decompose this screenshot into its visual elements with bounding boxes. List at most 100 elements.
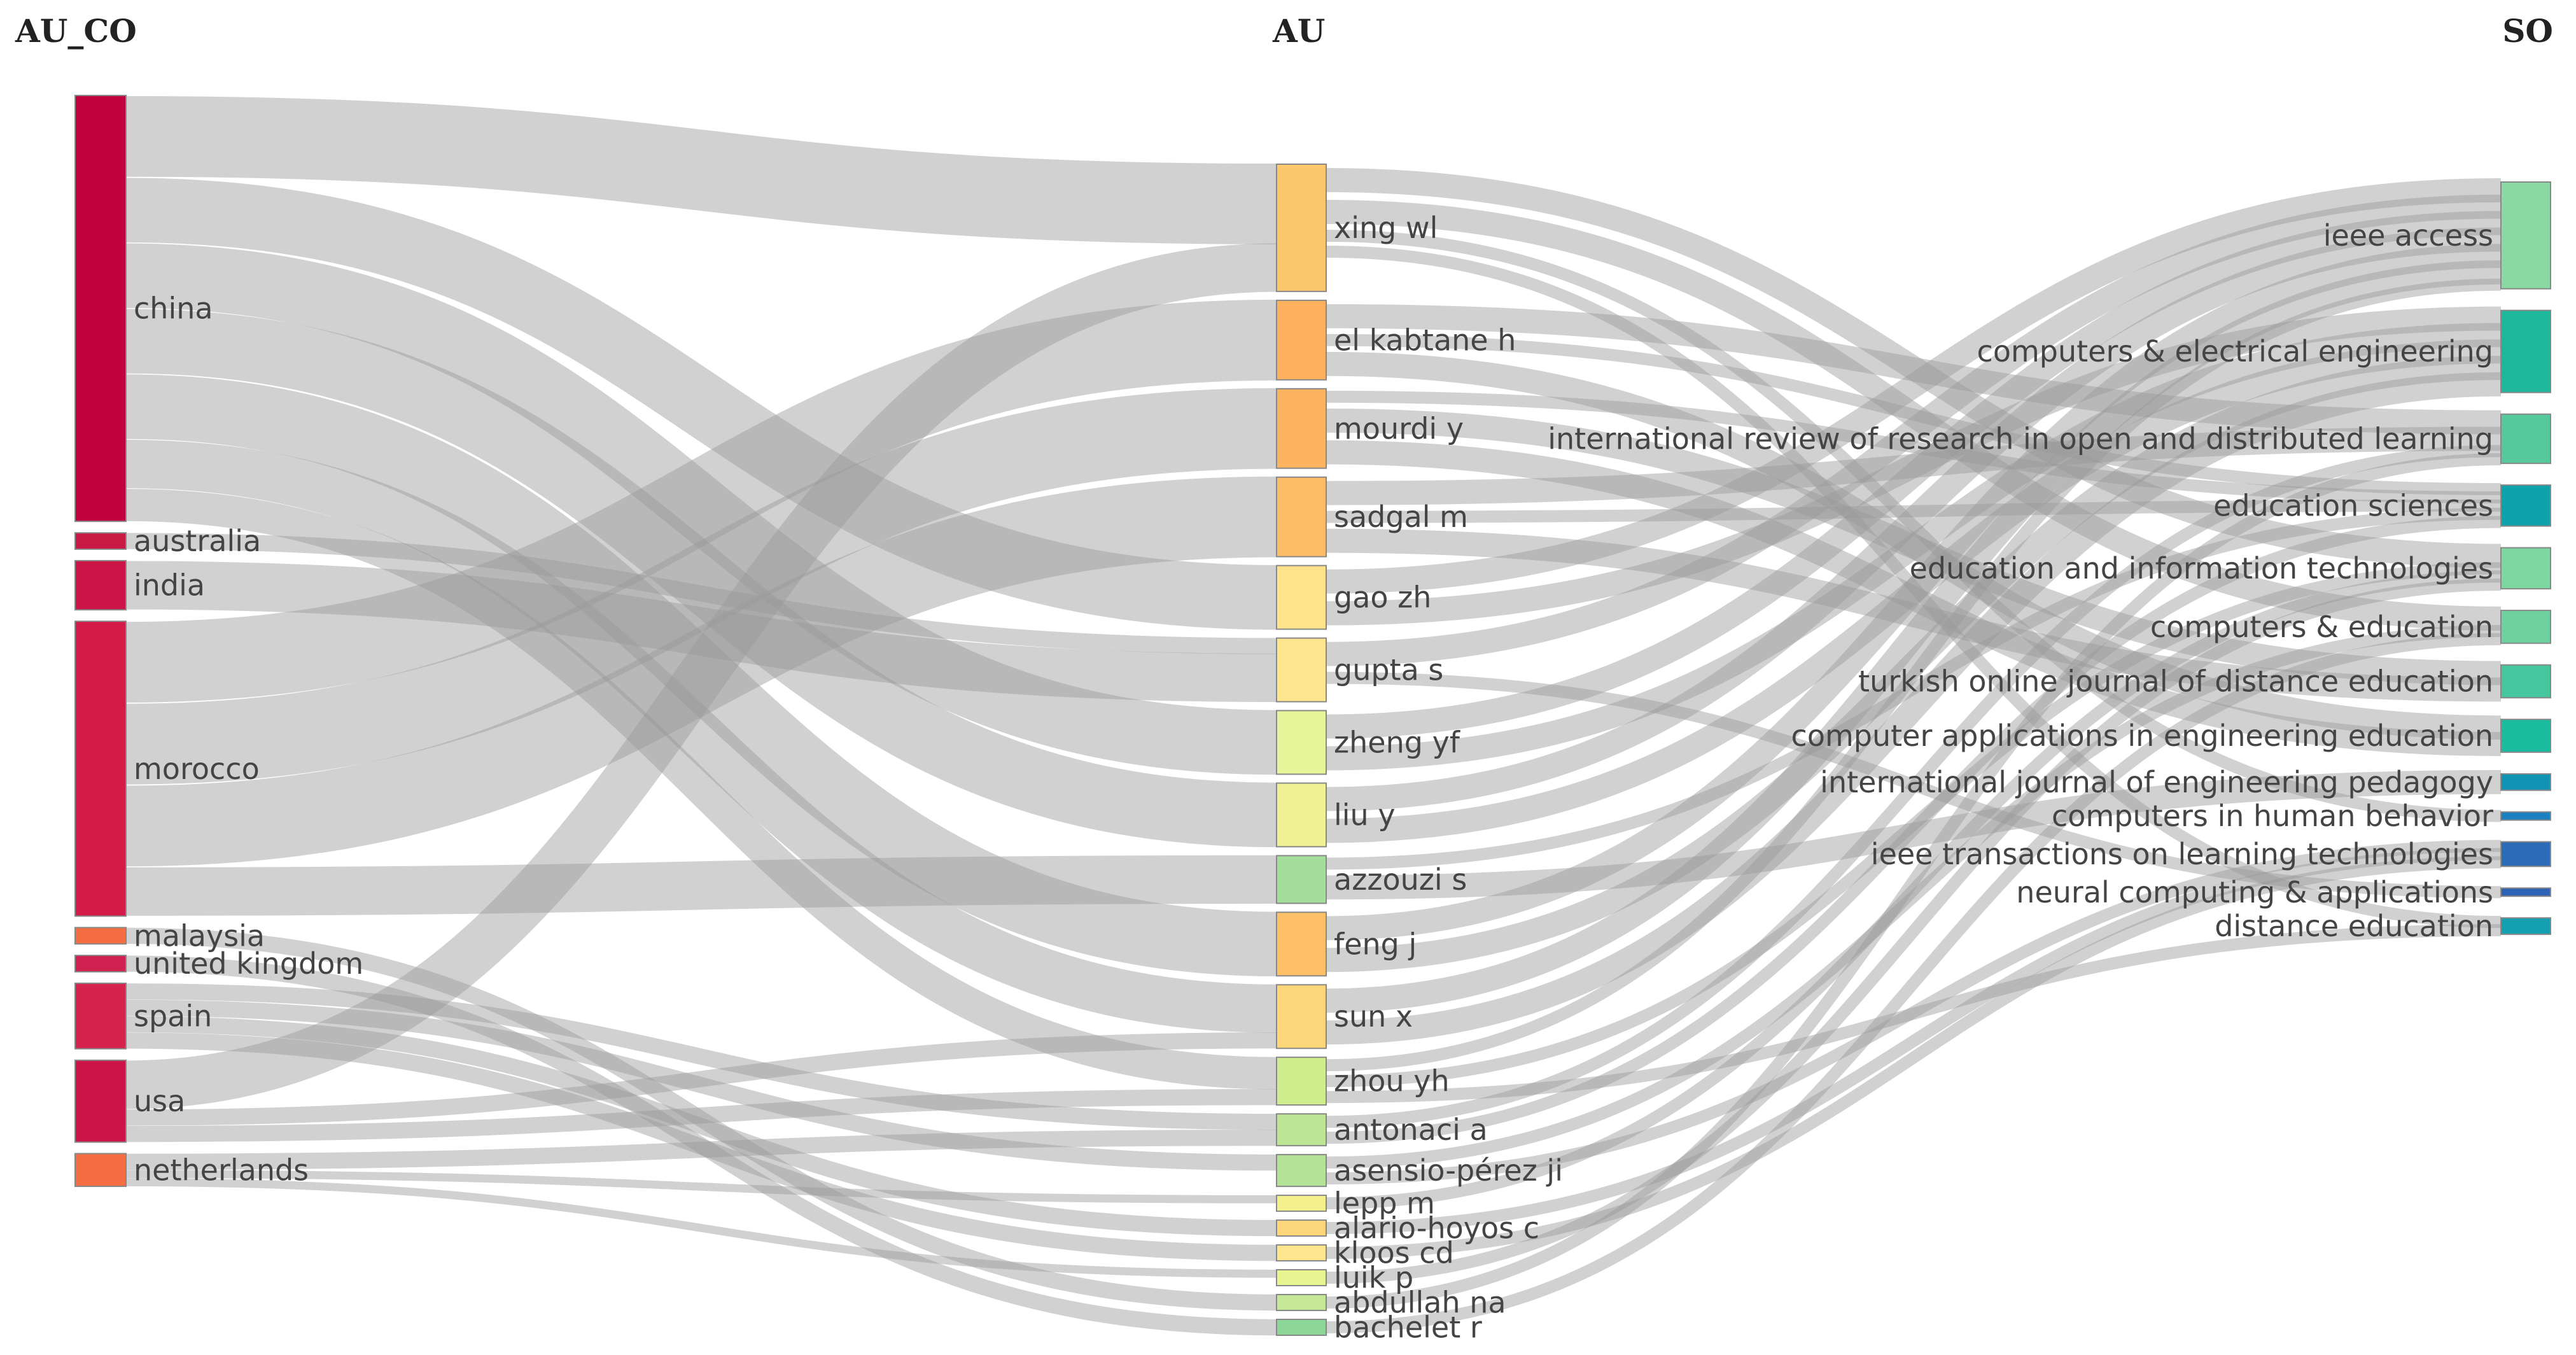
country-bar-spain[interactable]: [74, 982, 127, 1050]
flow-link-gao-zh-to-ieee-access[interactable]: [1326, 178, 2502, 594]
author-node-luik-p[interactable]: luik p: [1276, 1261, 1413, 1295]
flow-link-el-kabtane-h-to-education-sciences[interactable]: [1326, 333, 2502, 496]
flow-link-sadgal-m-to-education-sciences[interactable]: [1326, 499, 2502, 523]
flow-link-luik-p-to-education-and-information-technologies[interactable]: [1326, 579, 2502, 1284]
author-node-lepp-m[interactable]: lepp m: [1276, 1186, 1435, 1221]
flow-link-abdullah-na-to-international-review-of-research-in-open-and-distributed-learning[interactable]: [1326, 453, 2502, 1309]
author-node-bachelet-r[interactable]: bachelet r: [1276, 1310, 1482, 1345]
country-node-usa[interactable]: usa: [74, 1059, 185, 1143]
source-bar-computer-applications-in-engineering-education[interactable]: [2500, 719, 2551, 753]
source-node-education-and-information-technologies[interactable]: education and information technologies: [1910, 547, 2551, 590]
flow-link-china-to-zheng-yf[interactable]: [125, 243, 1277, 775]
country-bar-india[interactable]: [74, 559, 127, 611]
country-bar-morocco[interactable]: [74, 621, 127, 917]
flow-link-azzouzi-s-to-international-journal-of-engineering-pedagogy[interactable]: [1326, 769, 2502, 900]
author-node-zheng-yf[interactable]: zheng yf: [1276, 710, 1461, 775]
source-node-education-sciences[interactable]: education sciences: [2213, 484, 2551, 527]
author-node-gao-zh[interactable]: gao zh: [1276, 565, 1431, 630]
flow-link-netherlands-to-antonaci-a[interactable]: [125, 1129, 1277, 1170]
country-node-india[interactable]: india: [74, 559, 205, 611]
flow-link-australia-to-gupta-s[interactable]: [125, 533, 1277, 654]
source-node-computers-in-human-behavior[interactable]: computers in human behavior: [2052, 799, 2551, 833]
flow-link-morocco-to-mourdi-y[interactable]: [125, 388, 1277, 785]
flow-link-xing-wl-to-education-and-information-technologies[interactable]: [1326, 168, 2502, 568]
flow-link-feng-j-to-ieee-access[interactable]: [1326, 244, 2502, 941]
flow-link-el-kabtane-h-to-international-review-of-research-in-open-and-distributed-learning[interactable]: [1326, 304, 2502, 435]
author-node-mourdi-y[interactable]: mourdi y: [1276, 388, 1464, 469]
flow-link-el-kabtane-h-to-computer-applications-in-engineering-education[interactable]: [1326, 351, 2502, 740]
flow-link-sun-x-to-ieee-access[interactable]: [1326, 260, 2502, 1013]
country-bar-netherlands[interactable]: [74, 1153, 127, 1187]
flow-link-spain-to-antonaci-a[interactable]: [125, 983, 1277, 1130]
country-node-australia[interactable]: australia: [74, 524, 261, 558]
flow-link-usa-to-xing-wl[interactable]: [125, 243, 1277, 1109]
author-node-kloos-cd[interactable]: kloos cd: [1276, 1236, 1454, 1270]
source-node-ieee-access[interactable]: ieee access: [2323, 181, 2551, 290]
author-bar-gao-zh[interactable]: [1276, 565, 1327, 630]
flow-link-china-to-xing-wl[interactable]: [125, 95, 1277, 244]
flow-link-gupta-s-to-neural-computing-and-applications[interactable]: [1326, 671, 2502, 899]
flow-link-malaysia-to-abdullah-na[interactable]: [125, 927, 1277, 1311]
source-bar-education-sciences[interactable]: [2500, 484, 2551, 527]
flow-link-xing-wl-to-computers-in-human-behavior[interactable]: [1326, 229, 2502, 822]
flow-link-sun-x-to-computers-and-electrical-engineering[interactable]: [1326, 372, 2502, 1045]
author-bar-lepp-m[interactable]: [1276, 1195, 1327, 1212]
country-node-united-kingdom[interactable]: united kingdom: [74, 946, 363, 981]
author-bar-zhou-yh[interactable]: [1276, 1057, 1327, 1106]
author-bar-mourdi-y[interactable]: [1276, 388, 1327, 469]
source-bar-education-and-information-technologies[interactable]: [2500, 547, 2551, 590]
author-node-xing-wl[interactable]: xing wl: [1276, 164, 1438, 292]
flow-link-mourdi-y-to-education-sciences[interactable]: [1326, 390, 2502, 503]
flow-link-zhou-yh-to-ieee-access[interactable]: [1326, 278, 2502, 1072]
author-node-zhou-yh[interactable]: zhou yh: [1276, 1057, 1450, 1106]
flow-link-gupta-s-to-ieee-access[interactable]: [1326, 194, 2502, 666]
flow-link-china-to-zhou-yh[interactable]: [125, 489, 1277, 1090]
flow-link-feng-j-to-computers-and-electrical-engineering[interactable]: [1326, 356, 2502, 972]
country-node-netherlands[interactable]: netherlands: [74, 1153, 309, 1187]
flow-link-antonaci-a-to-education-sciences[interactable]: [1326, 516, 2502, 1144]
flow-link-antonaci-a-to-international-review-of-research-in-open-and-distributed-learning[interactable]: [1326, 445, 2502, 1128]
source-bar-ieee-transactions-on-learning-technologies[interactable]: [2500, 841, 2551, 867]
flow-link-xing-wl-to-computers-and-education[interactable]: [1326, 200, 2502, 631]
flow-link-azzouzi-s-to-education-sciences[interactable]: [1326, 507, 2502, 870]
source-bar-distance-education[interactable]: [2500, 917, 2551, 935]
author-bar-kloos-cd[interactable]: [1276, 1244, 1327, 1262]
flow-link-united-kingdom-to-bachelet-r[interactable]: [125, 955, 1277, 1336]
source-bar-international-review-of-research-in-open-and-distributed-learning[interactable]: [2500, 413, 2551, 465]
source-node-international-journal-of-engineering-pedagogy[interactable]: international journal of engineering ped…: [1820, 765, 2551, 799]
author-bar-feng-j[interactable]: [1276, 911, 1327, 977]
flow-link-zhou-yh-to-distance-education[interactable]: [1326, 924, 2502, 1104]
author-bar-zheng-yf[interactable]: [1276, 710, 1327, 775]
country-bar-australia[interactable]: [74, 532, 127, 550]
source-node-ieee-transactions-on-learning-technologies[interactable]: ieee transactions on learning technologi…: [1871, 837, 2551, 871]
author-bar-el-kabtane-h[interactable]: [1276, 299, 1327, 381]
author-bar-asensio-perez-ji[interactable]: [1276, 1154, 1327, 1188]
source-bar-turkish-online-journal-of-distance-education[interactable]: [2500, 664, 2551, 699]
source-node-computer-applications-in-engineering-education[interactable]: computer applications in engineering edu…: [1791, 719, 2551, 753]
flow-link-morocco-to-azzouzi-s[interactable]: [125, 855, 1277, 916]
flow-link-asensio-perez-ji-to-ieee-transactions-on-learning-technologies[interactable]: [1326, 839, 2502, 1185]
flow-link-bachelet-r-to-computers-and-education[interactable]: [1326, 633, 2502, 1333]
flow-link-asensio-perez-ji-to-computers-and-education[interactable]: [1326, 624, 2502, 1169]
author-node-el-kabtane-h[interactable]: el kabtane h: [1276, 299, 1516, 381]
author-bar-liu-y[interactable]: [1276, 782, 1327, 848]
author-node-abdullah-na[interactable]: abdullah na: [1276, 1286, 1506, 1320]
flow-link-india-to-gupta-s[interactable]: [125, 561, 1277, 703]
flow-link-netherlands-to-luik-p[interactable]: [125, 1178, 1277, 1278]
source-node-computers-and-electrical-engineering[interactable]: computers & electrical engineering: [1977, 309, 2551, 393]
author-bar-antonaci-a[interactable]: [1276, 1113, 1327, 1147]
flow-link-zheng-yf-to-computers-and-electrical-engineering[interactable]: [1326, 323, 2502, 771]
flow-link-zheng-yf-to-ieee-access[interactable]: [1326, 211, 2502, 739]
flow-link-liu-y-to-ieee-access[interactable]: [1326, 227, 2502, 811]
country-bar-united-kingdom[interactable]: [74, 955, 127, 972]
author-node-antonaci-a[interactable]: antonaci a: [1276, 1113, 1488, 1147]
author-node-liu-y[interactable]: liu y: [1276, 782, 1396, 848]
author-bar-abdullah-na[interactable]: [1276, 1294, 1327, 1312]
flow-link-usa-to-sun-x[interactable]: [125, 1032, 1277, 1126]
flow-link-china-to-liu-y[interactable]: [125, 309, 1277, 848]
author-bar-gupta-s[interactable]: [1276, 637, 1327, 703]
country-node-spain[interactable]: spain: [74, 982, 212, 1050]
source-bar-ieee-access[interactable]: [2500, 181, 2551, 290]
flow-link-sadgal-m-to-turkish-online-journal-of-distance-education[interactable]: [1326, 528, 2502, 702]
author-node-sun-x[interactable]: sun x: [1276, 984, 1413, 1050]
